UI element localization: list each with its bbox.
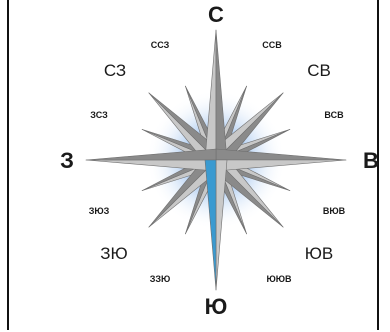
label-west: З xyxy=(60,148,74,173)
label-northeast: СВ xyxy=(307,61,331,80)
label-ene: ВСВ xyxy=(324,110,344,120)
label-ssw: ЗЗЮ xyxy=(150,274,171,284)
label-east: В xyxy=(363,148,379,173)
label-north: С xyxy=(208,2,224,27)
label-wsw: ЗЮЗ xyxy=(89,206,110,216)
label-ese: ВЮВ xyxy=(323,206,346,216)
label-south: Ю xyxy=(205,294,228,319)
label-nne: ССВ xyxy=(262,40,282,50)
label-southeast: ЮВ xyxy=(305,244,334,263)
label-nnw: ССЗ xyxy=(151,40,170,50)
label-sse: ЮЮВ xyxy=(266,274,292,284)
label-wnw: ЗСЗ xyxy=(90,110,108,120)
label-southwest: ЗЮ xyxy=(100,244,127,263)
label-northwest: СЗ xyxy=(104,61,126,80)
